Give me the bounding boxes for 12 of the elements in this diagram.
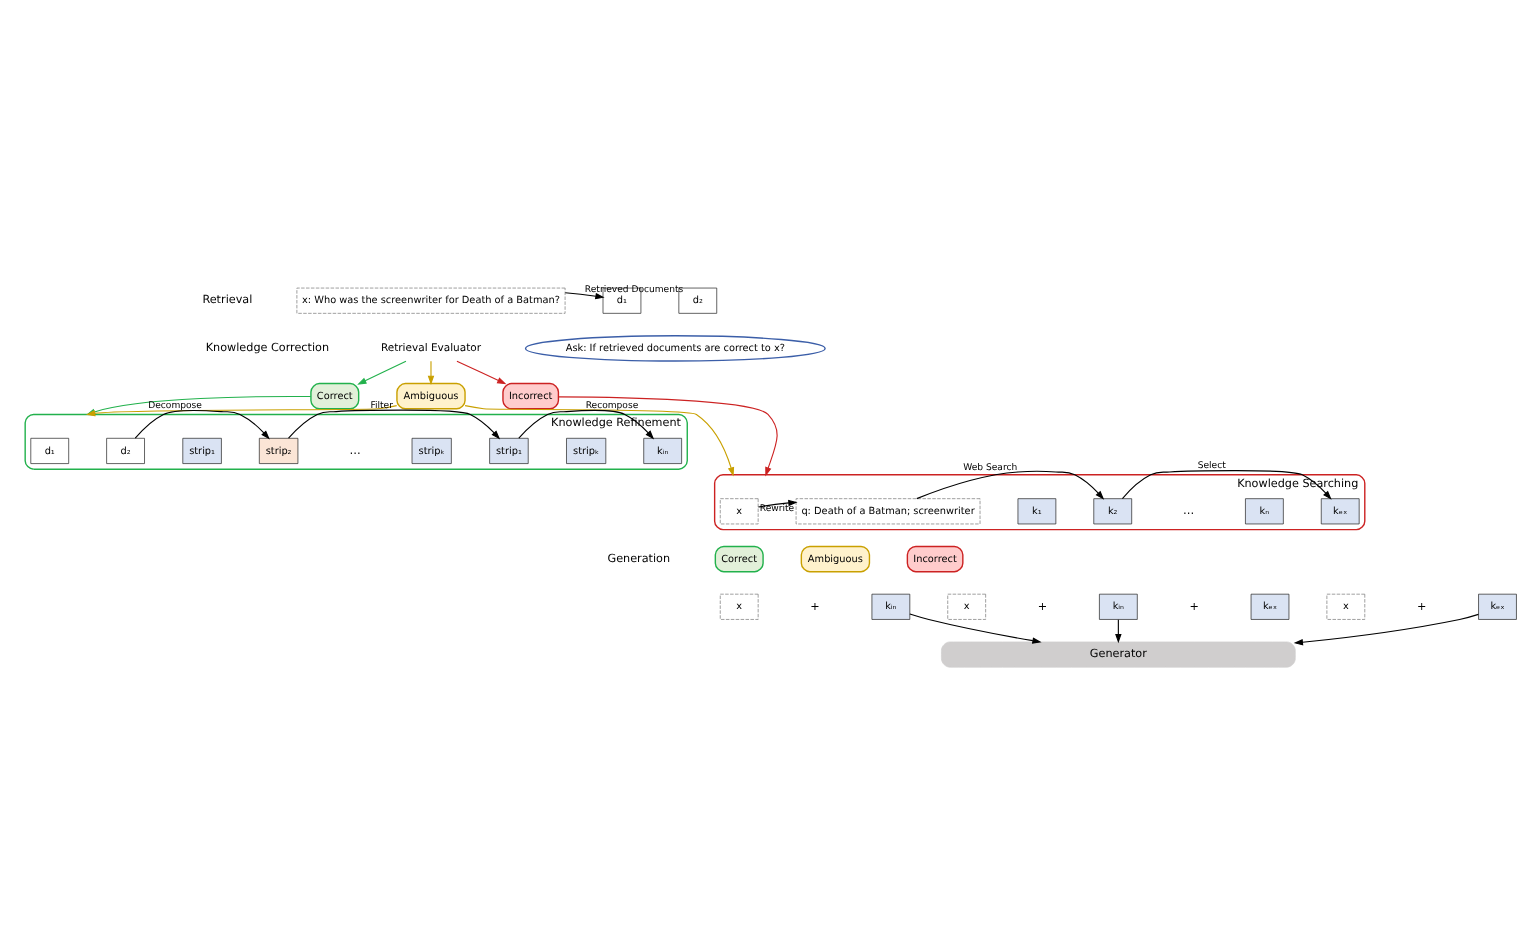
arrow xyxy=(1121,470,1332,500)
arrow xyxy=(1293,613,1479,646)
arrow xyxy=(357,360,407,385)
arrow xyxy=(464,405,735,477)
arrow xyxy=(134,410,270,440)
arrow xyxy=(757,499,798,508)
arrow xyxy=(288,409,501,440)
arrow xyxy=(557,396,778,477)
arrow xyxy=(909,613,1042,644)
arrow xyxy=(427,360,435,385)
arrow xyxy=(456,360,507,385)
arrow xyxy=(564,292,605,300)
